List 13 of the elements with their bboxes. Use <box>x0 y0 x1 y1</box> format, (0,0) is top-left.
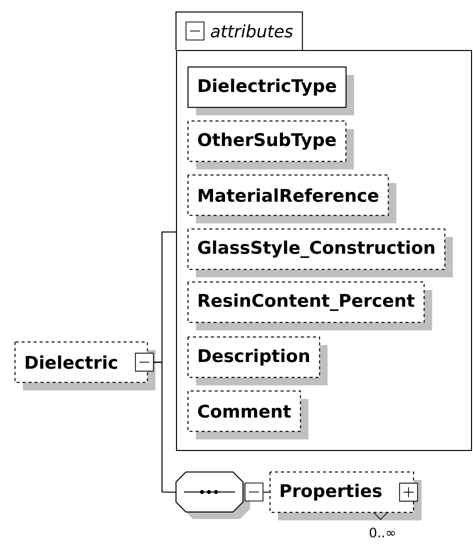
element-box: Dielectric <box>14 342 156 390</box>
element-box: ResinContent_Percent <box>188 282 432 330</box>
element-box: MaterialReference <box>188 174 396 224</box>
connector-line <box>152 362 176 493</box>
node-label: attributes <box>210 24 293 38</box>
element-box: DielectricType <box>188 66 354 116</box>
cardinality-label: 0..∞ <box>370 528 395 538</box>
element-box: GlassStyle_Construction <box>188 228 453 278</box>
element-box: Properties <box>270 472 422 520</box>
element-box: Comment <box>188 390 308 440</box>
element-box: Description <box>188 336 328 386</box>
element-box: OtherSubType <box>188 120 354 170</box>
connector-line <box>262 492 270 493</box>
